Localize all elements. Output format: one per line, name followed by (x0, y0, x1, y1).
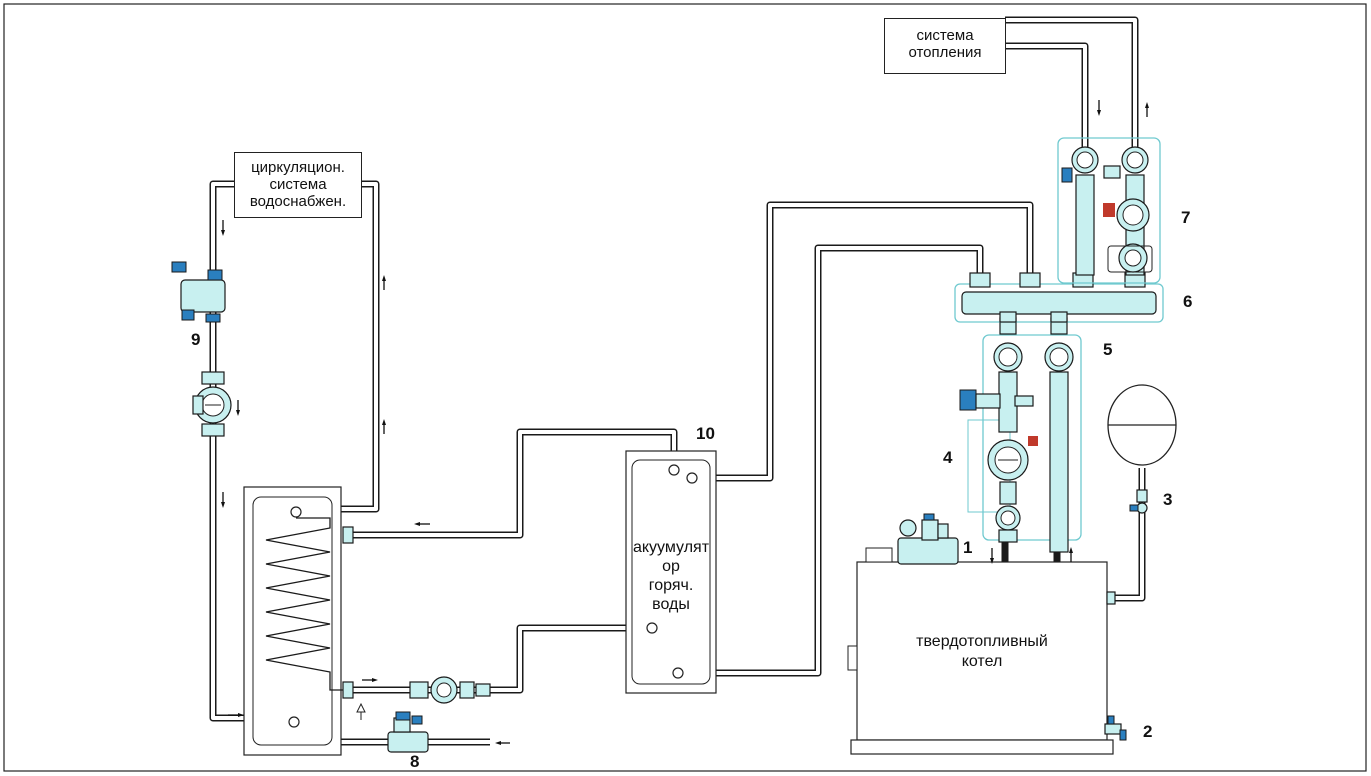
pipe-circulation-right (296, 180, 380, 513)
solid-fuel-boiler (847, 547, 1116, 755)
flow-arrows (221, 100, 1149, 745)
circulation-system-label: циркуляцион. система водоснабжен. (249, 159, 347, 210)
callout-7: 7 (1181, 208, 1191, 227)
boiler-label: твердотопливный котел (916, 633, 1048, 670)
circulation-system-box: циркуляцион. система водоснабжен. (234, 152, 362, 218)
pipe-tank-to-accumulator-mid (352, 624, 652, 694)
pump-group-lower (959, 317, 1082, 553)
drain-valve (1104, 715, 1127, 741)
pipe-expansion (1112, 468, 1146, 602)
balancing-valve-8 (356, 702, 429, 753)
callout-6: 6 (1183, 292, 1193, 311)
callout-9: 9 (191, 330, 201, 349)
pump-group-upper (1057, 137, 1161, 284)
pipe-heating-supply (1005, 42, 1089, 148)
callout-10: 10 (696, 424, 715, 443)
callout-3: 3 (1163, 490, 1173, 509)
heating-system-label: система отопления (908, 27, 982, 61)
callout-8: 8 (410, 752, 420, 771)
safety-group (897, 513, 959, 565)
expansion-vessel (1107, 384, 1177, 514)
callout-2: 2 (1143, 722, 1153, 741)
callout-4: 4 (943, 448, 953, 467)
balancing-valve-9 (171, 261, 226, 323)
callout-1: 1 (963, 538, 973, 557)
heating-system-box: система отопления (884, 18, 1006, 74)
accumulator-label: акуумулятор горяч. воды (632, 539, 710, 613)
heating-coil (265, 517, 352, 691)
pipe-heating-return (1005, 16, 1139, 148)
frame-border (3, 3, 1367, 772)
circulation-pump (192, 371, 232, 437)
load-pump (409, 676, 491, 704)
storage-tank (243, 486, 354, 756)
accumulator-tank (625, 450, 717, 694)
callout-5: 5 (1103, 340, 1113, 359)
